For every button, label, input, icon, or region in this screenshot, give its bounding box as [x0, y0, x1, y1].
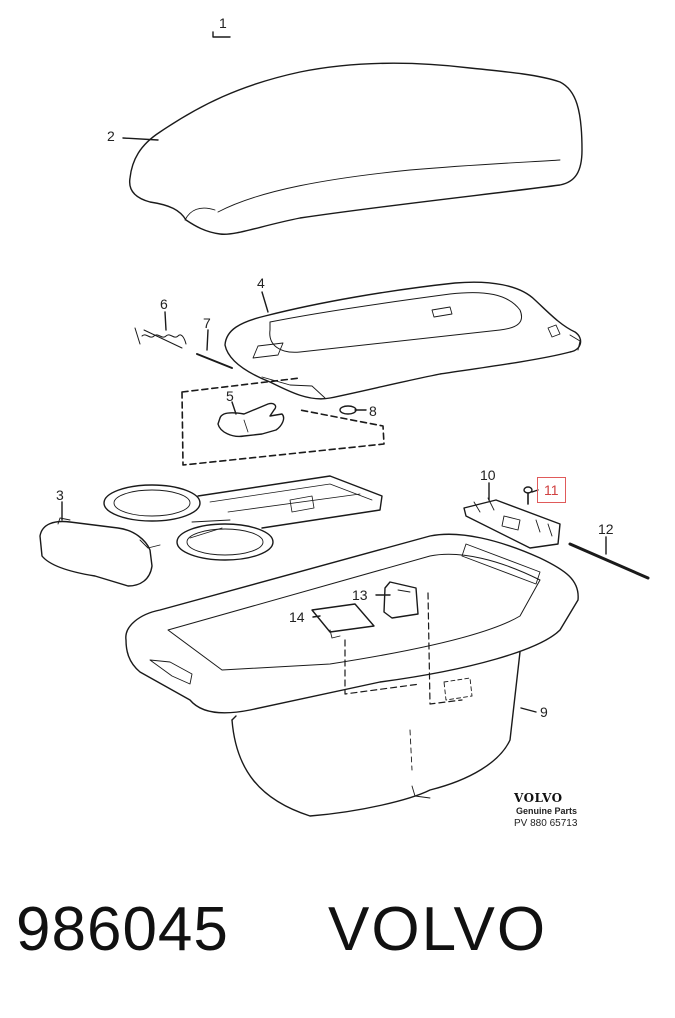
leader-9 [520, 707, 537, 713]
leader-7 [206, 329, 209, 351]
leader-2 [122, 137, 159, 141]
plate-part [311, 603, 375, 639]
leader-6 [164, 311, 167, 331]
screw-part [523, 486, 533, 505]
clip-part [383, 581, 419, 619]
spring-part [134, 327, 187, 349]
leader-4 [261, 291, 269, 313]
cupholder-assembly-part [39, 475, 383, 587]
footer: 986045 VOLVO [0, 880, 675, 990]
callout-1: 1 [219, 15, 227, 31]
callout-13: 13 [352, 587, 368, 603]
hinge-bracket-part [463, 497, 561, 549]
leader-5 [231, 401, 237, 415]
part-number: 986045 [16, 895, 229, 964]
pin-part [196, 353, 233, 369]
callout-5: 5 [226, 388, 234, 404]
callout-9: 9 [540, 704, 548, 720]
rod-part [568, 542, 650, 580]
callout-11-highlighted: 11 [537, 477, 566, 503]
console-box-part [125, 533, 579, 817]
callout-12: 12 [598, 521, 614, 537]
callout-4: 4 [257, 275, 265, 291]
leader-1 [212, 31, 231, 38]
callout-7: 7 [203, 315, 211, 331]
callout-3: 3 [56, 487, 64, 503]
brand-name: VOLVO [514, 791, 563, 805]
callout-8: 8 [369, 403, 377, 419]
brand-pv-number: PV 880 65713 [514, 818, 578, 829]
callout-14: 14 [289, 609, 305, 625]
callout-2: 2 [107, 128, 115, 144]
exploded-parts-diagram [39, 31, 650, 817]
cushion-cover-part [128, 62, 583, 235]
lid-part [224, 281, 582, 400]
brand-block: VOLVO Genuine Parts PV 880 65713 [514, 791, 577, 830]
washer-part [339, 405, 357, 415]
footer-brand: VOLVO [328, 895, 548, 964]
callout-10: 10 [480, 467, 496, 483]
brand-subtitle: Genuine Parts [516, 806, 578, 816]
subassembly-frame [181, 377, 385, 466]
latch-part [217, 402, 285, 438]
callout-6: 6 [160, 296, 168, 312]
